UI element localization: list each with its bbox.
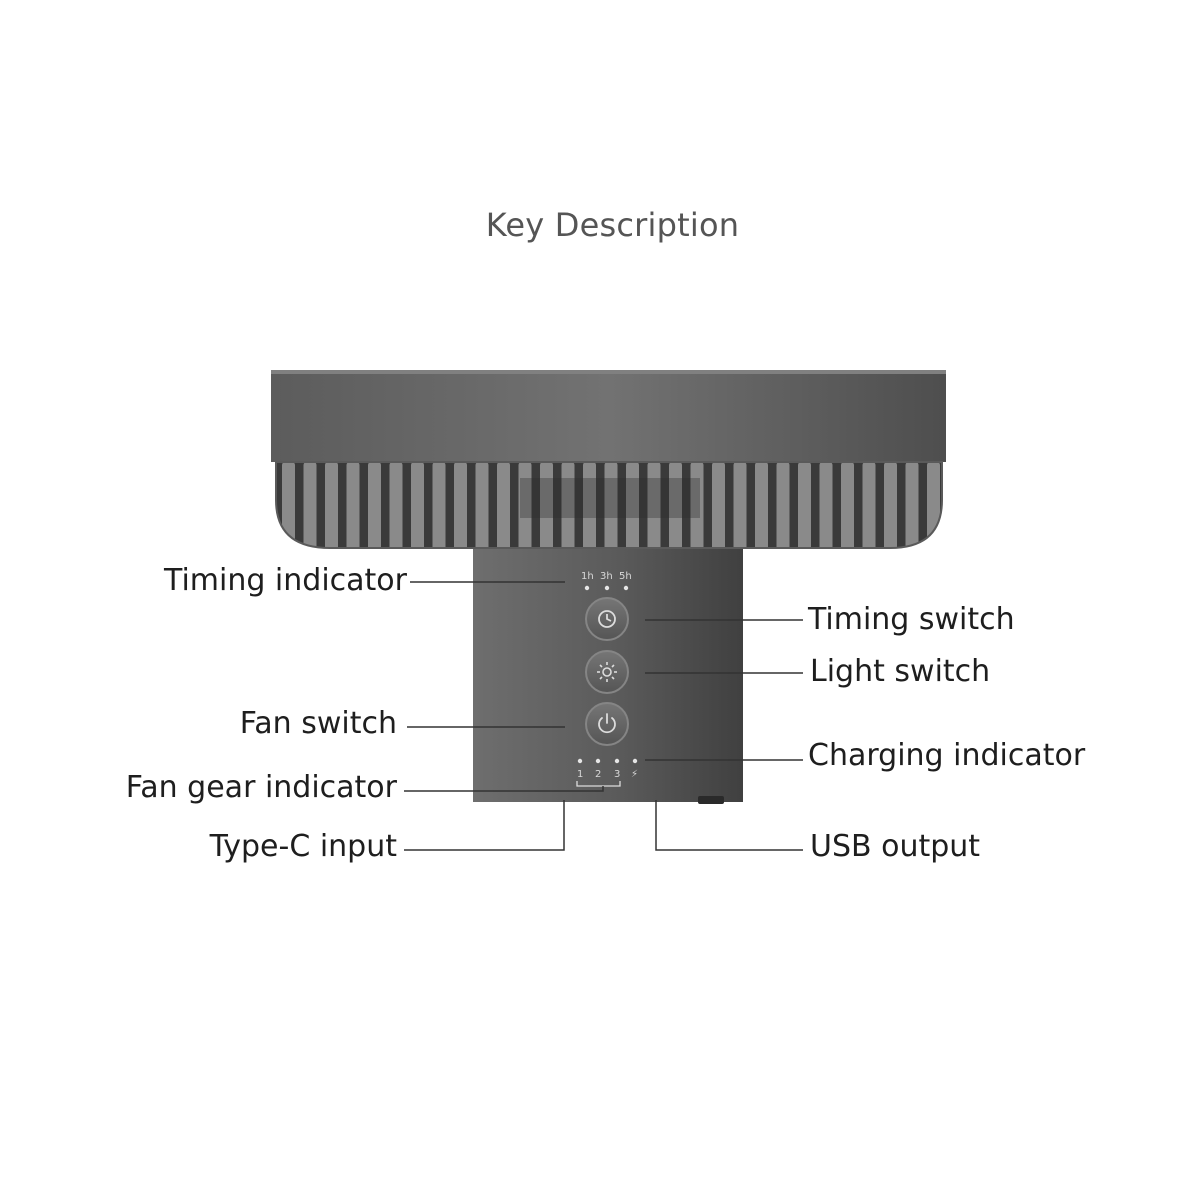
grille-rib (712, 462, 725, 548)
page-title: Key Description (485, 206, 740, 244)
label-light-switch: Light switch (810, 654, 991, 689)
fan-gear-indicator: 1 2 3 ⚡ (576, 758, 638, 787)
gear-mark-1: 1 (577, 769, 583, 780)
grille-rib (927, 462, 940, 548)
grille-rib (325, 462, 338, 548)
label-charging-indicator: Charging indicator (808, 738, 1086, 773)
grille-rib (561, 462, 575, 548)
grille-rib (389, 462, 403, 548)
grille-rib (475, 462, 489, 548)
timing-indicator: 1h 3h 5h (581, 571, 632, 591)
grille-rib (432, 462, 446, 548)
grille-rib (518, 462, 532, 548)
label-type-c-input: Type-C input (209, 829, 397, 864)
grille-rib (733, 462, 747, 548)
callout-lines (404, 581, 803, 851)
usb-port (698, 796, 724, 804)
timer-mark-5h: 5h (619, 571, 632, 582)
grille-rib (884, 462, 897, 548)
timing-switch-button[interactable] (585, 597, 629, 641)
fan-head-rim (271, 370, 946, 462)
grille-rib (303, 462, 317, 548)
charge-mark: ⚡ (631, 769, 638, 780)
grille-rib (841, 462, 854, 548)
grille-rib (540, 462, 553, 548)
label-fan-switch: Fan switch (239, 706, 397, 741)
gear-mark-3: 3 (614, 769, 620, 780)
grille-rib (905, 462, 919, 548)
label-timing-indicator: Timing indicator (164, 563, 407, 598)
timer-mark-3h: 3h (600, 571, 613, 582)
grille-rib (411, 462, 424, 548)
fan-switch-button[interactable] (585, 702, 629, 746)
grille-rib (755, 462, 768, 548)
grille-rib (346, 462, 360, 548)
grille-rib (626, 462, 639, 548)
label-fan-gear-indicator: Fan gear indicator (125, 770, 397, 805)
charging-indicator-dot (632, 758, 638, 764)
timer-mark-1h: 1h (581, 571, 594, 582)
grille-rib (282, 462, 295, 548)
clock-icon (598, 610, 616, 628)
sun-icon (597, 662, 617, 682)
label-usb-output: USB output (810, 829, 981, 864)
label-timing-switch: Timing switch (808, 602, 1015, 637)
grille-rib (583, 462, 596, 548)
gear-mark-2: 2 (595, 769, 601, 780)
callout-line-usb-output (655, 800, 803, 851)
grille-rib (798, 462, 811, 548)
grille-rib (368, 462, 381, 548)
fan-grille (276, 462, 942, 548)
light-switch-button[interactable] (585, 650, 629, 694)
grille-rib (647, 462, 661, 548)
grille-rib (669, 462, 682, 548)
callout-line-type-c-input (404, 800, 565, 851)
grille-rib (819, 462, 833, 548)
grille-rib (690, 462, 704, 548)
power-icon (598, 713, 616, 734)
grille-rib (862, 462, 876, 548)
grille-rib (497, 462, 510, 548)
grille-rib (604, 462, 618, 548)
grille-rib (454, 462, 467, 548)
callout-line-fan-gear-indicator (404, 786, 604, 792)
grille-rib (776, 462, 790, 548)
